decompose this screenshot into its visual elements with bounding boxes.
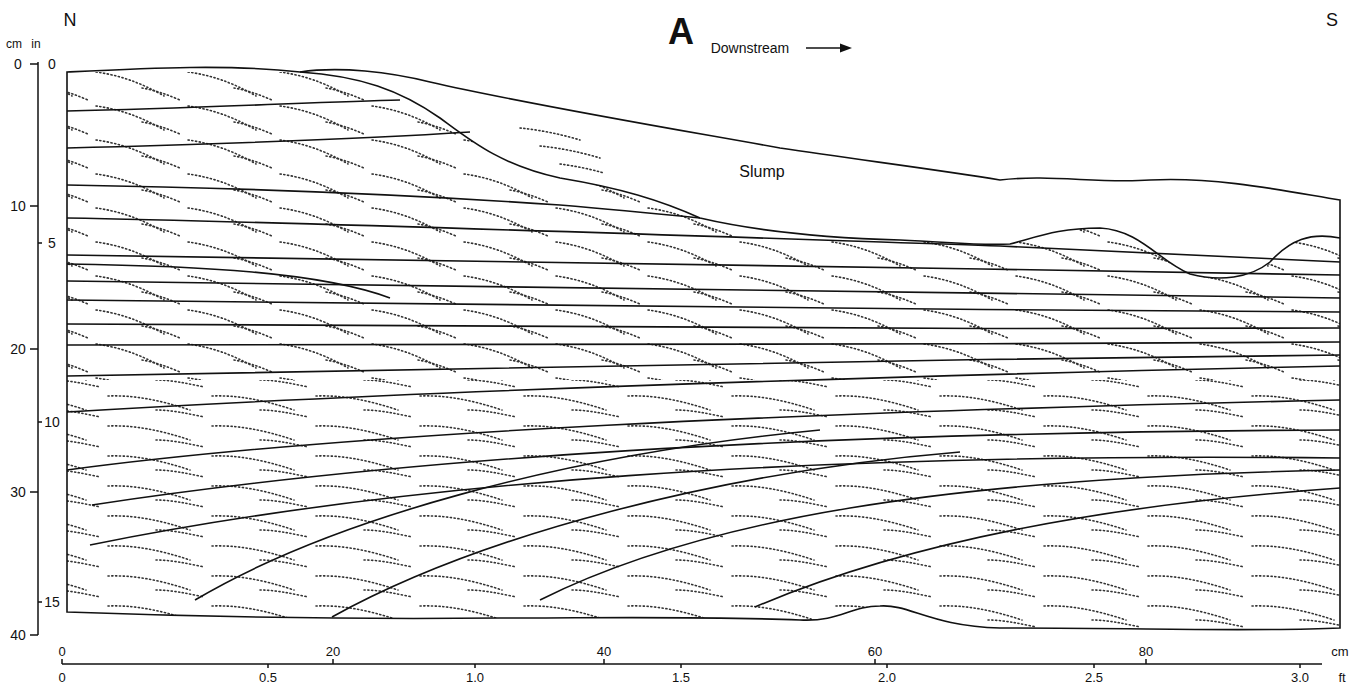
axis-unit: cm	[6, 38, 22, 50]
bounding-surfaces	[67, 67, 1340, 629]
axis-tick-label: 1.5	[672, 671, 690, 684]
axis-tick-label: 15	[44, 595, 60, 609]
axis-tick-label: 20	[326, 645, 340, 658]
compass-label: S	[1326, 11, 1338, 29]
axis-tick-label: 0	[48, 57, 56, 71]
axis-tick-label: 5	[48, 236, 56, 250]
axis-tick-label: 0	[58, 671, 65, 684]
axis-tick-label: 2.0	[878, 671, 896, 684]
slump-area	[300, 70, 1340, 278]
axis-tick-label: 2.5	[1085, 671, 1103, 684]
axis-tick-label: 0	[58, 645, 65, 658]
compass-label: N	[64, 11, 77, 29]
axis-tick-label: 10	[44, 415, 60, 429]
axis-tick-label: 60	[868, 645, 882, 658]
axis-tick-label: 0	[14, 57, 22, 71]
foreset-pattern	[67, 380, 1340, 630]
axis-tick-label: 1.0	[466, 671, 484, 684]
axis-unit: ft	[1338, 671, 1345, 684]
axis-tick-label: 80	[1139, 645, 1153, 658]
axis-unit: cm	[1331, 645, 1348, 658]
axis-tick-label: 30	[10, 485, 26, 499]
axis-unit: in	[31, 38, 40, 50]
unit-label: Slump	[739, 164, 784, 180]
length-scale	[62, 659, 1322, 668]
slump-foresets	[520, 128, 604, 173]
depth-scale	[30, 62, 42, 635]
flow-label: Downstream	[711, 41, 790, 55]
axis-tick-label: 40	[597, 645, 611, 658]
axis-tick-label: 0.5	[259, 671, 277, 684]
axis-tick-label: 3.0	[1291, 671, 1309, 684]
axis-tick-label: 10	[10, 199, 26, 213]
axis-tick-label: 20	[10, 342, 26, 356]
figure-title: A	[668, 14, 694, 50]
axis-tick-label: 40	[10, 628, 26, 642]
flow-arrow	[806, 44, 852, 53]
